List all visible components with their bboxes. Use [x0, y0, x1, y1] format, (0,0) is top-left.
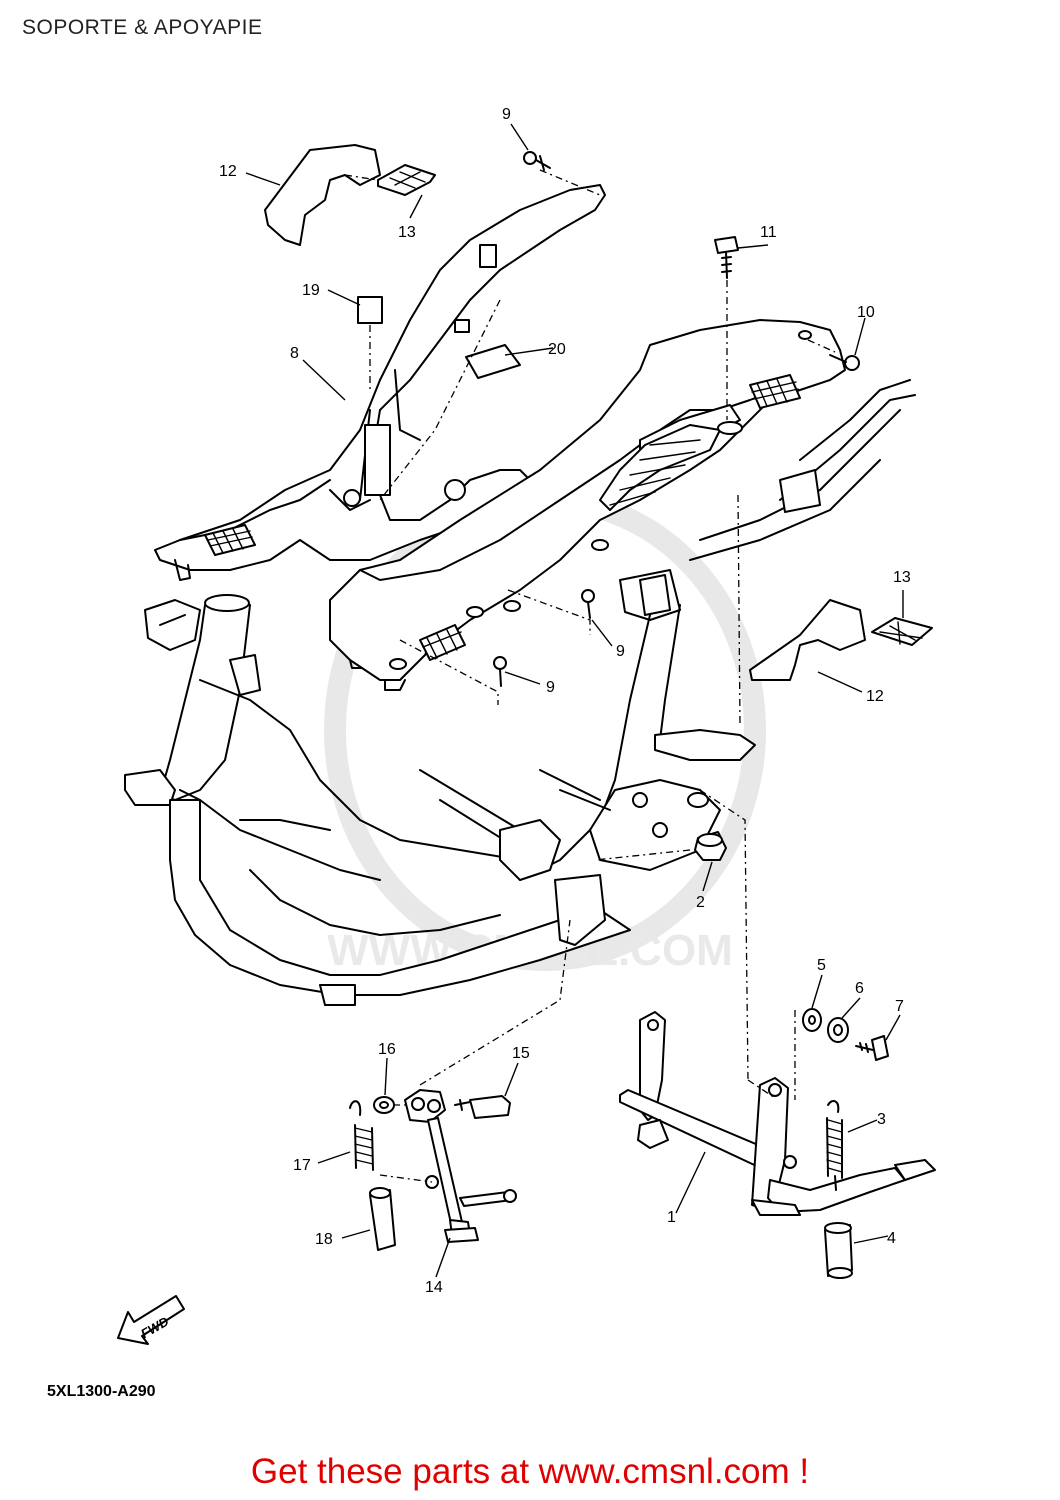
part-2-damper	[694, 831, 727, 861]
part-12-cover	[749, 599, 866, 681]
callout-6: 6	[855, 980, 864, 997]
part-7-bolt	[855, 1035, 889, 1061]
callout-9-low: 9	[546, 679, 555, 696]
callout-19: 17	[293, 1157, 311, 1174]
part-14-cover	[264, 144, 381, 246]
callout-8: 8	[290, 345, 299, 362]
cta-link[interactable]: Get these parts at www.cmsnl.com !	[250, 1452, 810, 1491]
part-1-sidestand	[619, 1011, 936, 1216]
part-17-pin	[454, 1095, 511, 1119]
guide-lines	[344, 169, 836, 1183]
floor-panel-upper	[154, 184, 606, 581]
callout-13: 13	[893, 569, 911, 586]
grid-pad-left	[204, 524, 256, 556]
callout-4: 4	[887, 1230, 896, 1247]
callout-3: 3	[877, 1111, 886, 1128]
part-11-bolt	[714, 236, 739, 279]
part-18-collar	[373, 1096, 395, 1114]
frame	[124, 379, 916, 1006]
callout-17: 15	[512, 1045, 530, 1062]
callout-10: 10	[857, 304, 875, 321]
callout-labels: 12 13 9 11 10 19 20 8 9 9 12 13 2 5 6 7 …	[219, 106, 911, 1296]
part-16-mainstand	[404, 1089, 517, 1243]
callout-12: 12	[866, 688, 884, 705]
part-13-pad	[871, 617, 933, 646]
grid-pad-center	[599, 424, 721, 511]
callout-18: 16	[378, 1041, 396, 1058]
callout-14: 12	[219, 163, 237, 180]
callout-5: 5	[817, 957, 826, 974]
part-20-collar	[369, 1187, 396, 1251]
part-22-pad	[465, 344, 521, 379]
callout-1: 1	[667, 1209, 676, 1226]
fwd-arrow-icon: FWD	[117, 1295, 185, 1345]
part-9-screw-top	[523, 151, 551, 171]
callout-9-top: 9	[502, 106, 511, 123]
part-9-screw-mid	[581, 589, 595, 619]
part-10-screw	[829, 354, 860, 371]
part-4-collar	[824, 1222, 853, 1279]
callout-15: 13	[398, 224, 416, 241]
callout-16: 14	[425, 1279, 443, 1296]
callout-2: 2	[696, 894, 705, 911]
part-code: 5XL1300-A290	[47, 1383, 156, 1400]
page-title: SOPORTE & APOYAPIE	[22, 16, 263, 39]
callout-22: 20	[548, 341, 566, 358]
callout-9-mid: 9	[616, 643, 625, 660]
part-6-collar	[827, 1017, 849, 1043]
part-9-screw-low	[493, 656, 507, 687]
floor-panel-lower	[329, 319, 846, 691]
part-5-washer	[802, 1008, 822, 1032]
part-19-spring	[349, 1100, 439, 1189]
grid-pad-rear	[419, 624, 466, 661]
callout-21: 19	[302, 282, 320, 299]
grid-pad-front	[749, 374, 801, 409]
callout-20: 18	[315, 1231, 333, 1248]
callout-7: 7	[895, 998, 904, 1015]
part-15-pad	[377, 164, 436, 196]
callout-11: 11	[760, 224, 777, 241]
part-21-pad	[357, 296, 383, 324]
leader-lines	[245, 123, 904, 1278]
part-3-spring	[826, 1099, 843, 1191]
